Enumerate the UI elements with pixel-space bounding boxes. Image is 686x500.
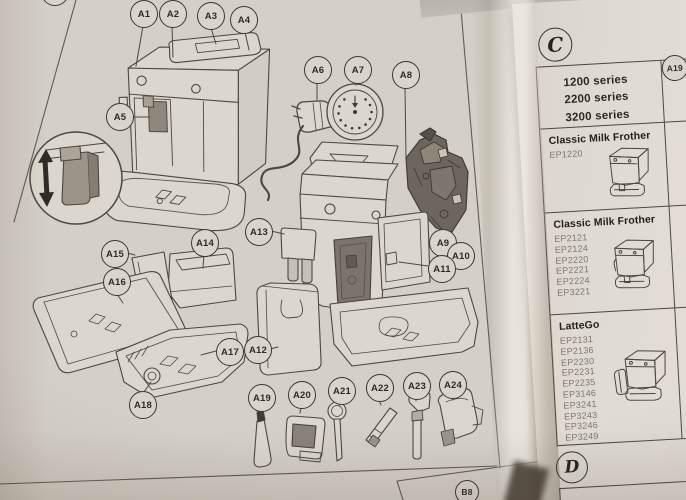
section-d-marker: D [555, 450, 589, 485]
callout-a18: A18 [129, 391, 157, 419]
model-code: EP1220 [549, 148, 583, 161]
callout-a16: A16 [103, 268, 131, 296]
callout-a12: A12 [244, 336, 272, 364]
grounds-container [167, 247, 237, 309]
water-tank [256, 282, 322, 376]
machine-icon [609, 147, 649, 197]
callout-a7: A7 [344, 56, 372, 84]
section-c-marker: C [537, 26, 574, 63]
callout-a15: A15 [101, 240, 129, 268]
callout-a13: A13 [245, 218, 273, 246]
callout-a9: A9 [429, 229, 457, 257]
drip-tray [115, 323, 249, 399]
door-latch [385, 251, 398, 266]
grease-tube [253, 409, 272, 468]
group-title: Classic Milk Frother [553, 213, 656, 232]
model-code: EP3221 [556, 286, 591, 298]
callout-a23: A23 [403, 372, 431, 400]
milk-frother-tube [408, 390, 431, 460]
tray-float [143, 367, 161, 385]
lattego-spout [437, 388, 484, 447]
brew-group [405, 127, 469, 233]
callout-a20: A20 [288, 381, 316, 409]
drip-tray-open [329, 287, 479, 367]
group-title: LatteGo [558, 318, 600, 333]
callout-a8: A8 [392, 61, 420, 89]
aquaclean-filter [285, 415, 326, 463]
callout-a24: A24 [439, 371, 467, 399]
callout-a19: A19 [248, 384, 276, 412]
machine-front-view [99, 32, 271, 232]
group-row-classic-1: Classic Milk Frother EP1220 [540, 117, 686, 214]
callout-a21: A21 [328, 377, 356, 405]
power-cord [260, 100, 336, 202]
callout-a22: A22 [366, 374, 394, 402]
drip-tray-assembly [32, 247, 249, 399]
callout-a5: A5 [106, 103, 134, 131]
callout-a1: A1 [130, 0, 158, 28]
callout-a14: A14 [191, 229, 219, 257]
model-code: EP3249 [565, 431, 599, 443]
filter-detail-inset [29, 131, 123, 225]
coffee-spout [280, 227, 317, 261]
callout-a17: A17 [216, 338, 244, 366]
callout-leader-lines [116, 25, 454, 417]
water-filter-in-tank [147, 100, 168, 133]
model-list: EP1220 [549, 147, 604, 161]
callout-b8: B8 [455, 480, 479, 500]
machine-lattego-icon [613, 350, 666, 401]
machine-icon [613, 239, 654, 289]
callout-a4: A4 [230, 6, 258, 34]
machine-open-view [256, 141, 479, 376]
grinder-dial [326, 83, 384, 141]
water-test-strip [365, 407, 398, 448]
measuring-scoop [327, 401, 347, 462]
callout-a2: A2 [159, 0, 187, 28]
callout-a3: A3 [197, 2, 225, 30]
exploded-parts-diagram [0, 0, 540, 500]
callout-a11: A11 [428, 255, 456, 283]
up-down-arrow-icon [38, 149, 54, 207]
callout-a6: A6 [304, 56, 332, 84]
